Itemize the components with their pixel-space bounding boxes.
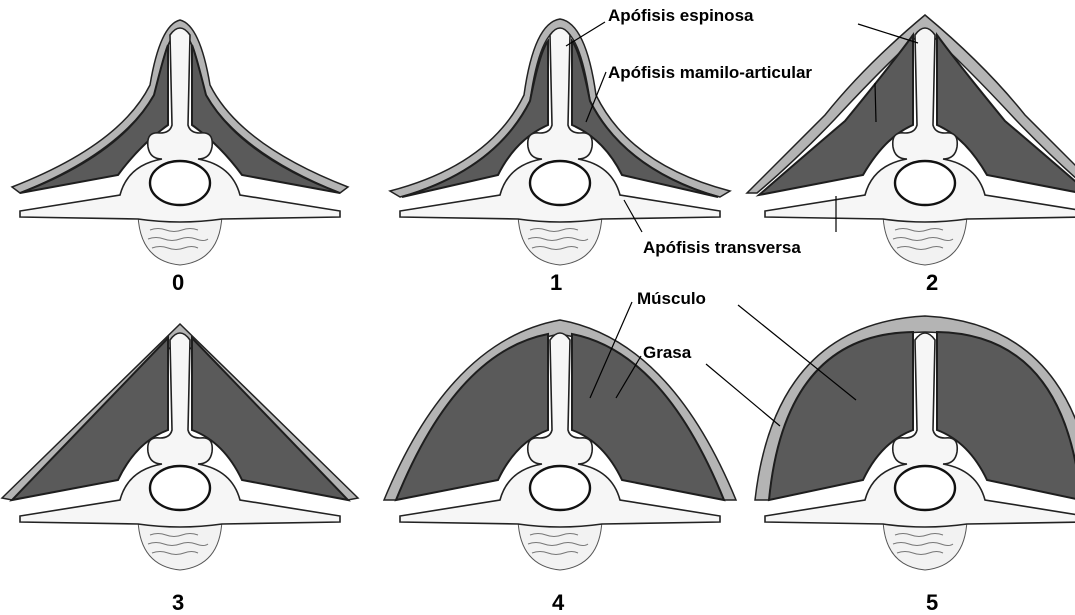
stage-2-section — [747, 15, 1075, 265]
label-muscle: Músculo — [637, 289, 706, 308]
label-spinous-process: Apófisis espinosa — [608, 6, 754, 25]
stage-number-5: 5 — [926, 590, 938, 615]
label-fat: Grasa — [643, 343, 692, 362]
stage-number-0: 0 — [172, 270, 184, 295]
stage-number-3: 3 — [172, 590, 184, 615]
stage-0-section — [12, 20, 348, 265]
label-mamillo-articular-process: Apófisis mamilo-articular — [608, 63, 812, 82]
stage-number-2: 2 — [926, 270, 938, 295]
stage-number-1: 1 — [550, 270, 562, 295]
stage-3-section — [2, 324, 358, 570]
stage-1-section — [390, 19, 730, 265]
leader-fat-2 — [706, 364, 780, 426]
stage-5-section — [755, 316, 1075, 570]
stage-number-4: 4 — [552, 590, 565, 615]
label-transverse-process: Apófisis transversa — [643, 238, 801, 257]
